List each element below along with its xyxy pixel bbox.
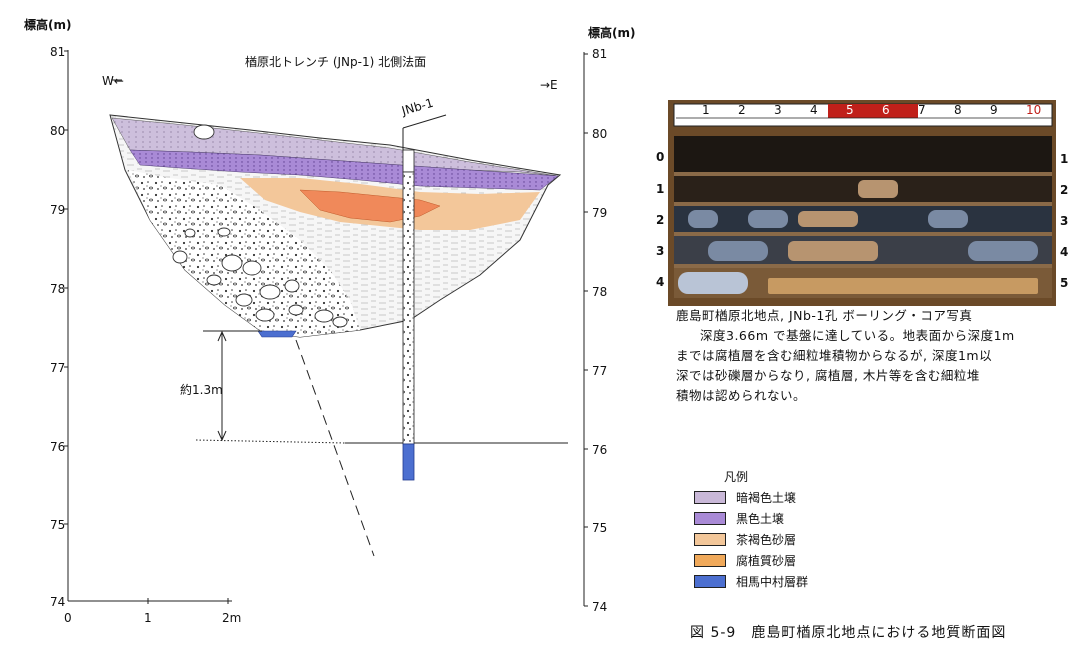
legend-swatch-tan-sand	[694, 533, 726, 546]
core-left-depth-2: 2	[656, 213, 665, 227]
core-right-depth-1: 1	[1060, 152, 1069, 166]
cross-section-diagram	[64, 50, 588, 607]
right-tick-75: 75	[592, 521, 608, 535]
core-left-depth-4: 4	[656, 275, 665, 289]
caption-line-3: までは腐植層を含む細粒堆積物からなるが, 深度1m以	[676, 348, 993, 363]
left-tick-80: 80	[50, 124, 66, 138]
x-tick-0: 0	[64, 611, 72, 625]
projection-dashed-line	[295, 339, 375, 557]
core-left-depth-3: 3	[656, 244, 665, 258]
core-left-depth-0: 0	[656, 150, 665, 164]
boring-column-gravel	[402, 171, 415, 445]
core-photo	[668, 100, 1056, 306]
right-axis-title: 標高(m)	[588, 26, 636, 40]
legend-swatch-soma-nakamura	[694, 575, 726, 588]
black-soil-layer	[129, 149, 559, 191]
legend-swatch-black-soil	[694, 512, 726, 525]
legend-label-humic-sand: 腐植質砂層	[736, 554, 797, 568]
depth-arrow-down	[217, 430, 227, 442]
left-tick-81: 81	[50, 45, 66, 59]
boring-column-top	[402, 149, 415, 173]
scale-digit-1: 1	[702, 103, 710, 117]
west-label: W←	[102, 74, 124, 88]
section-title: 楢原北トレンチ (JNp-1) 北側法面	[245, 55, 427, 69]
left-tick-76: 76	[50, 440, 66, 454]
core-right-depth-4: 4	[1060, 245, 1069, 259]
depth-label: 約1.3m	[180, 383, 223, 397]
legend-label-black-soil: 黒色土壌	[736, 512, 785, 526]
legend-label-dark-brown-soil: 暗褐色土壌	[736, 491, 797, 505]
core-right-depth-2: 2	[1060, 183, 1069, 197]
scale-digit-3: 3	[774, 103, 782, 117]
gravel-body	[128, 170, 360, 337]
boring-leader	[402, 114, 447, 129]
scale-digit-9: 9	[990, 103, 998, 117]
legend-label-tan-sand: 茶褐色砂層	[736, 533, 797, 547]
scale-digit-10: 10	[1026, 103, 1042, 117]
scale-digit-7: 7	[918, 103, 926, 117]
legend-item-black-soil: 黒色土壌	[694, 510, 894, 528]
boulders	[172, 124, 348, 328]
right-tick-74: 74	[592, 600, 608, 614]
left-tick-77: 77	[50, 361, 66, 375]
legend-label-soma-nakamura: 相馬中村層群	[736, 575, 809, 589]
x-tick-2m: 2m	[222, 611, 242, 625]
right-axis-tickmarks	[584, 53, 588, 607]
core-right-depth-3: 3	[1060, 214, 1069, 228]
scale-digit-5: 5	[846, 103, 854, 117]
legend-item-soma-nakamura: 相馬中村層群	[694, 573, 894, 591]
caption-line-4: 深では砂礫層からなり, 腐植層, 木片等を含む細粒堆	[676, 368, 980, 383]
scale-digit-2: 2	[738, 103, 746, 117]
core-left-depth-1: 1	[656, 182, 665, 196]
scale-digit-6: 6	[882, 103, 890, 117]
scale-digit-4: 4	[810, 103, 818, 117]
caption-line-5: 積物は認められない。	[676, 388, 807, 403]
east-label: →E	[540, 78, 558, 92]
legend-item-dark-brown-soil: 暗褐色土壌	[694, 489, 894, 507]
x-tick-1: 1	[144, 611, 152, 625]
caption-line-2: 深度3.66m で基盤に達している。地表面から深度1m	[700, 328, 1015, 343]
left-axis-tickmarks	[64, 50, 68, 525]
figure-caption: 図 5-9 鹿島町楢原北地点における地質断面図	[690, 625, 1007, 641]
depth-arrow-up	[217, 330, 227, 342]
legend-swatch-humic-sand	[694, 554, 726, 567]
legend-title: 凡例	[724, 470, 749, 484]
depth-dotted-line	[195, 439, 346, 444]
caption-line-1: 鹿島町楢原北地点, JNb-1孔 ボーリング・コア写真	[676, 308, 973, 323]
legend-item-tan-sand: 茶褐色砂層	[694, 531, 894, 549]
left-tick-75: 75	[50, 518, 66, 532]
right-tick-80: 80	[592, 127, 608, 141]
left-tick-74: 74	[50, 595, 66, 609]
left-tick-79: 79	[50, 203, 66, 217]
scale-digit-8: 8	[954, 103, 962, 117]
right-tick-79: 79	[592, 206, 608, 220]
photo-caption: 鹿島町楢原北地点, JNb-1孔 ボーリング・コア写真 深度3.66m で基盤に…	[676, 306, 1076, 406]
right-tick-77: 77	[592, 364, 608, 378]
left-axis-title: 標高(m)	[24, 18, 72, 32]
bedrock-trench	[257, 330, 297, 338]
right-tick-78: 78	[592, 285, 608, 299]
boring-column-bedrock	[402, 443, 415, 481]
right-tick-76: 76	[592, 443, 608, 457]
core-right-depth-5: 5	[1060, 276, 1069, 290]
legend-item-humic-sand: 腐植質砂層	[694, 552, 894, 570]
left-tick-78: 78	[50, 282, 66, 296]
right-tick-81: 81	[592, 47, 608, 61]
legend-swatch-dark-brown-soil	[694, 491, 726, 504]
